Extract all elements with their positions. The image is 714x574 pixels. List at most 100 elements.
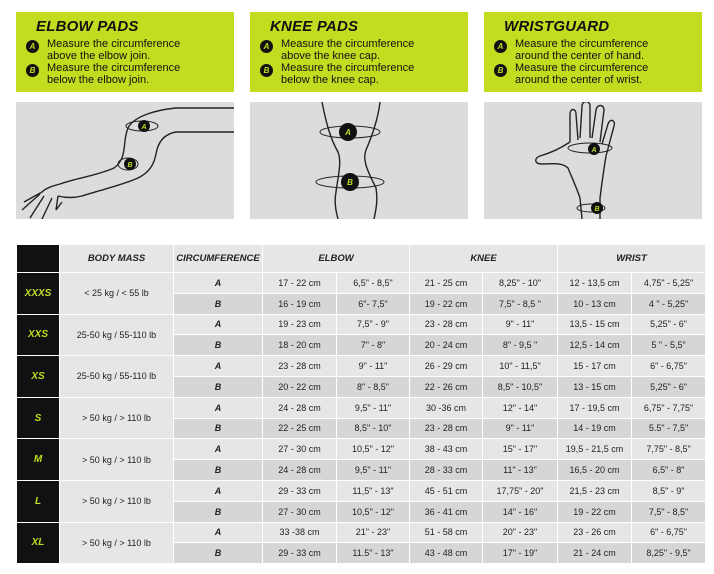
size-label: XXXS bbox=[16, 272, 60, 315]
knee-in-cell: 14" - 16" bbox=[482, 500, 559, 523]
knee-in-cell: 9" - 11" bbox=[482, 313, 559, 336]
circumference-label: A bbox=[173, 313, 263, 336]
elbow-in-cell: 11,5" - 13" bbox=[335, 479, 411, 502]
badge-a-icon: A bbox=[260, 40, 273, 53]
elbow-in-cell: 10,5" - 12" bbox=[335, 438, 411, 461]
wrist-cm-cell: 16,5 - 20 cm bbox=[557, 459, 633, 481]
body-mass-cell: > 50 kg / > 110 lb bbox=[59, 479, 174, 523]
elbow-in-cell: 21" - 23" bbox=[335, 521, 411, 544]
wristguard-title: WRISTGUARD bbox=[504, 18, 610, 35]
table-header-row: BODY MASS CIRCUMFERENCE ELBOW KNEE WRIST bbox=[16, 244, 707, 273]
circumference-label: A bbox=[173, 479, 263, 502]
elbow-cm-cell: 27 - 30 cm bbox=[262, 500, 337, 523]
wrist-cm-cell: 13 - 15 cm bbox=[557, 375, 633, 398]
knee-measure-b: B Measure the circumference below the kn… bbox=[260, 62, 431, 86]
size-label: M bbox=[16, 438, 60, 481]
knee-cm-cell: 43 - 48 cm bbox=[409, 542, 484, 565]
wrist-cm-cell: 19 - 22 cm bbox=[557, 500, 633, 523]
elbow-cm-cell: 23 - 28 cm bbox=[262, 355, 337, 377]
knee-in-cell: 8,25" - 10" bbox=[482, 272, 559, 294]
knee-pads-title: KNEE PADS bbox=[270, 18, 359, 35]
badge-b-icon: B bbox=[494, 64, 507, 77]
elbow-in-cell: 11.5" - 13" bbox=[335, 542, 411, 565]
size-label: XS bbox=[16, 355, 60, 398]
knee-in-cell: 17" - 19" bbox=[482, 542, 559, 565]
wrist-in-cell: 6" - 6,75" bbox=[631, 355, 707, 377]
elbow-cm-cell: 27 - 30 cm bbox=[262, 438, 337, 461]
wrist-in-cell: 4 " - 5,25" bbox=[631, 292, 707, 315]
svg-text:A: A bbox=[590, 147, 596, 154]
knee-cm-cell: 23 - 28 cm bbox=[409, 313, 484, 336]
elbow-in-cell: 9,5" - 11" bbox=[335, 459, 411, 481]
svg-text:A: A bbox=[344, 128, 351, 137]
knee-cm-cell: 30 -36 cm bbox=[409, 396, 484, 419]
elbow-cm-cell: 33 -38 cm bbox=[262, 521, 337, 544]
badge-a-icon: A bbox=[26, 40, 39, 53]
knee-in-cell: 8" - 9,5 " bbox=[482, 334, 559, 357]
arm-illustration-icon: A B bbox=[21, 107, 234, 219]
header-knee: KNEE bbox=[409, 244, 559, 273]
elbow-measure-b: B Measure the circumference below the el… bbox=[26, 62, 197, 86]
elbow-measure-a: A Measure the circumference above the el… bbox=[26, 38, 197, 62]
body-mass-cell: 25-50 kg / 55-110 lb bbox=[59, 313, 174, 357]
wrist-cm-cell: 12,5 - 14 cm bbox=[557, 334, 633, 357]
header-wrist: WRIST bbox=[557, 244, 707, 273]
wrist-measure-b-text: Measure the circumference around the cen… bbox=[515, 62, 649, 86]
wrist-in-cell: 6,75" - 7,75" bbox=[631, 396, 707, 419]
elbow-in-cell: 9" - 11" bbox=[335, 355, 411, 377]
wrist-cm-cell: 19,5 - 21,5 cm bbox=[557, 438, 633, 461]
wrist-in-cell: 6" - 6,75" bbox=[631, 521, 707, 544]
body-mass-cell: > 50 kg / > 110 lb bbox=[59, 521, 174, 565]
wrist-cm-cell: 15 - 17 cm bbox=[557, 355, 633, 377]
circumference-label: A bbox=[173, 272, 263, 294]
wrist-illustration: A B bbox=[484, 102, 702, 219]
wrist-in-cell: 7,75" - 8,5" bbox=[631, 438, 707, 461]
knee-in-cell: 11" - 13" bbox=[482, 459, 559, 481]
knee-in-cell: 7,5" - 8,5 " bbox=[482, 292, 559, 315]
elbow-cm-cell: 24 - 28 cm bbox=[262, 396, 337, 419]
header-circumference: CIRCUMFERENCE bbox=[173, 244, 263, 273]
size-chart-table: BODY MASS CIRCUMFERENCE ELBOW KNEE WRIST… bbox=[16, 244, 707, 565]
elbow-cm-cell: 16 - 19 cm bbox=[262, 292, 337, 315]
knee-cm-cell: 45 - 51 cm bbox=[409, 479, 484, 502]
wrist-cm-cell: 12 - 13,5 cm bbox=[557, 272, 633, 294]
knee-measure-b-text: Measure the circumference below the knee… bbox=[281, 62, 415, 86]
knee-cm-cell: 36 - 41 cm bbox=[409, 500, 484, 523]
wrist-in-cell: 7,5" - 8,5" bbox=[631, 500, 707, 523]
knee-in-cell: 12" - 14" bbox=[482, 396, 559, 419]
wrist-cm-cell: 21,5 - 23 cm bbox=[557, 479, 633, 502]
wrist-in-cell: 5,25" - 6" bbox=[631, 375, 707, 398]
circumference-label: B bbox=[173, 292, 263, 315]
wrist-measure-a-text: Measure the circumference around the cen… bbox=[515, 38, 649, 62]
knee-in-cell: 20" - 23" bbox=[482, 521, 559, 544]
svg-text:B: B bbox=[127, 162, 132, 169]
knee-cm-cell: 38 - 43 cm bbox=[409, 438, 484, 461]
wrist-cm-cell: 13,5 - 15 cm bbox=[557, 313, 633, 336]
wrist-in-cell: 6,5" - 8" bbox=[631, 459, 707, 481]
circumference-label: B bbox=[173, 334, 263, 357]
badge-b-icon: B bbox=[26, 64, 39, 77]
knee-pads-header: KNEE PADS A Measure the circumference ab… bbox=[250, 12, 468, 92]
wrist-cm-cell: 23 - 26 cm bbox=[557, 521, 633, 544]
knee-in-cell: 15" - 17" bbox=[482, 438, 559, 461]
elbow-cm-cell: 17 - 22 cm bbox=[262, 272, 337, 294]
elbow-in-cell: 9,5" - 11" bbox=[335, 396, 411, 419]
elbow-cm-cell: 20 - 22 cm bbox=[262, 375, 337, 398]
body-mass-cell: 25-50 kg / 55-110 lb bbox=[59, 355, 174, 398]
svg-text:B: B bbox=[594, 206, 599, 213]
hand-illustration-icon: A B bbox=[535, 102, 616, 219]
elbow-cm-cell: 19 - 23 cm bbox=[262, 313, 337, 336]
wrist-cm-cell: 21 - 24 cm bbox=[557, 542, 633, 565]
circumference-label: A bbox=[173, 521, 263, 544]
knee-cm-cell: 20 - 24 cm bbox=[409, 334, 484, 357]
leg-illustration-icon: A B bbox=[315, 102, 385, 219]
